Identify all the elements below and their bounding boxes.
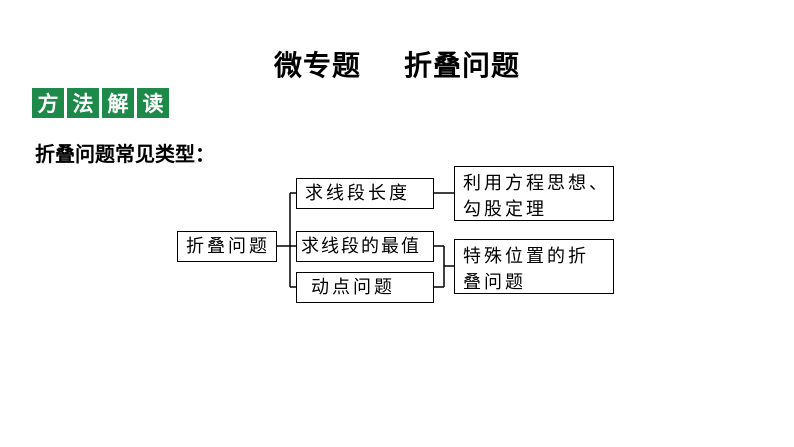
page-title: 微专题 折叠问题 bbox=[274, 49, 520, 82]
branch-box-moving-point: 动点问题 bbox=[296, 272, 434, 303]
method-box-equation-pythagorean: 利用方程思想、 勾股定理 bbox=[454, 166, 614, 221]
method-badge: 方 法 解 读 bbox=[32, 88, 169, 118]
root-box: 折叠问题 bbox=[177, 231, 277, 262]
badge-char: 读 bbox=[137, 88, 169, 118]
badge-char: 解 bbox=[102, 88, 134, 118]
method-box-special-position: 特殊位置的折 叠问题 bbox=[454, 239, 614, 294]
section-subtitle: 折叠问题常见类型： bbox=[35, 142, 215, 166]
branch-box-segment-length: 求线段长度 bbox=[296, 178, 434, 209]
branch-box-segment-extreme: 求线段的最值 bbox=[296, 231, 434, 262]
badge-char: 方 bbox=[32, 88, 64, 118]
badge-char: 法 bbox=[67, 88, 99, 118]
